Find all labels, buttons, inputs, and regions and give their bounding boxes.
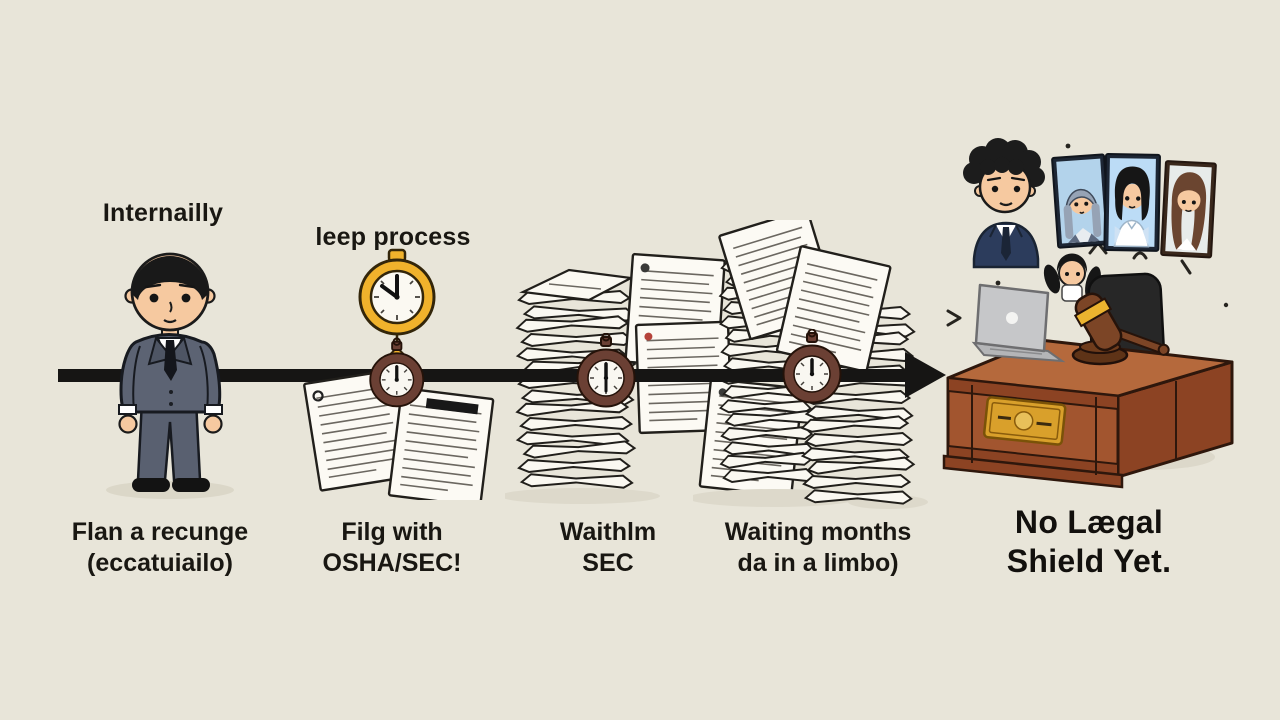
portrait-frame-hooded-person xyxy=(1051,153,1112,249)
caption-line: (eccatuiailo) xyxy=(87,549,233,577)
step3-caption: Waithlm SEC xyxy=(560,517,656,579)
caption-line: Waiting months xyxy=(724,518,912,546)
businessman-figure xyxy=(106,252,234,499)
portrait-frame-woman-bob xyxy=(1103,153,1161,252)
step2-top-label: leep process xyxy=(315,223,471,251)
caption-line: OSHA/SEC! xyxy=(322,549,462,577)
desk-plaque xyxy=(982,396,1067,446)
brown-stopwatch-icon xyxy=(780,329,844,405)
brown-stopwatch-icon xyxy=(574,333,638,409)
step5-caption: No Lægal Shield Yet. xyxy=(1007,503,1172,581)
brown-stopwatch-icon xyxy=(370,338,423,406)
caption-line: da in a limbo) xyxy=(737,549,899,577)
caption-line: Filg with xyxy=(341,518,443,546)
gold-stopwatch-icon xyxy=(358,248,436,336)
judge-desk-scene xyxy=(942,138,1234,489)
caption-line: Shield Yet. xyxy=(1006,543,1172,579)
scatter-marks xyxy=(946,241,1192,327)
caption-line: No Lægal xyxy=(1014,504,1164,540)
step4-caption: Waiting months da in a limbo) xyxy=(725,517,912,579)
caption-line: Waithlm xyxy=(559,518,657,546)
timeline-axis xyxy=(58,369,908,382)
gavel-icon xyxy=(1071,292,1170,366)
timeline-arrowhead-icon xyxy=(905,352,946,398)
paper-stack-sec-icon xyxy=(505,252,804,504)
curly-man-portrait xyxy=(963,138,1045,269)
laptop-icon xyxy=(971,283,1066,363)
step1-top-label: Internailly xyxy=(102,199,224,227)
document-icon xyxy=(624,252,726,370)
step2-caption: Filg with OSHA/SEC! xyxy=(323,517,462,579)
portrait-frame-woman-long-hair xyxy=(1160,160,1217,259)
caption-line: Flan a recunge xyxy=(71,518,249,546)
filing-stopwatch-group xyxy=(302,248,495,500)
document-icon xyxy=(302,368,413,492)
step1-caption: Flan a recunge (eccatuiailo) xyxy=(72,517,248,579)
document-icon xyxy=(387,386,495,500)
document-icon xyxy=(634,320,733,435)
paper-stack-months-icon xyxy=(693,220,928,509)
caption-line: SEC xyxy=(582,549,634,577)
